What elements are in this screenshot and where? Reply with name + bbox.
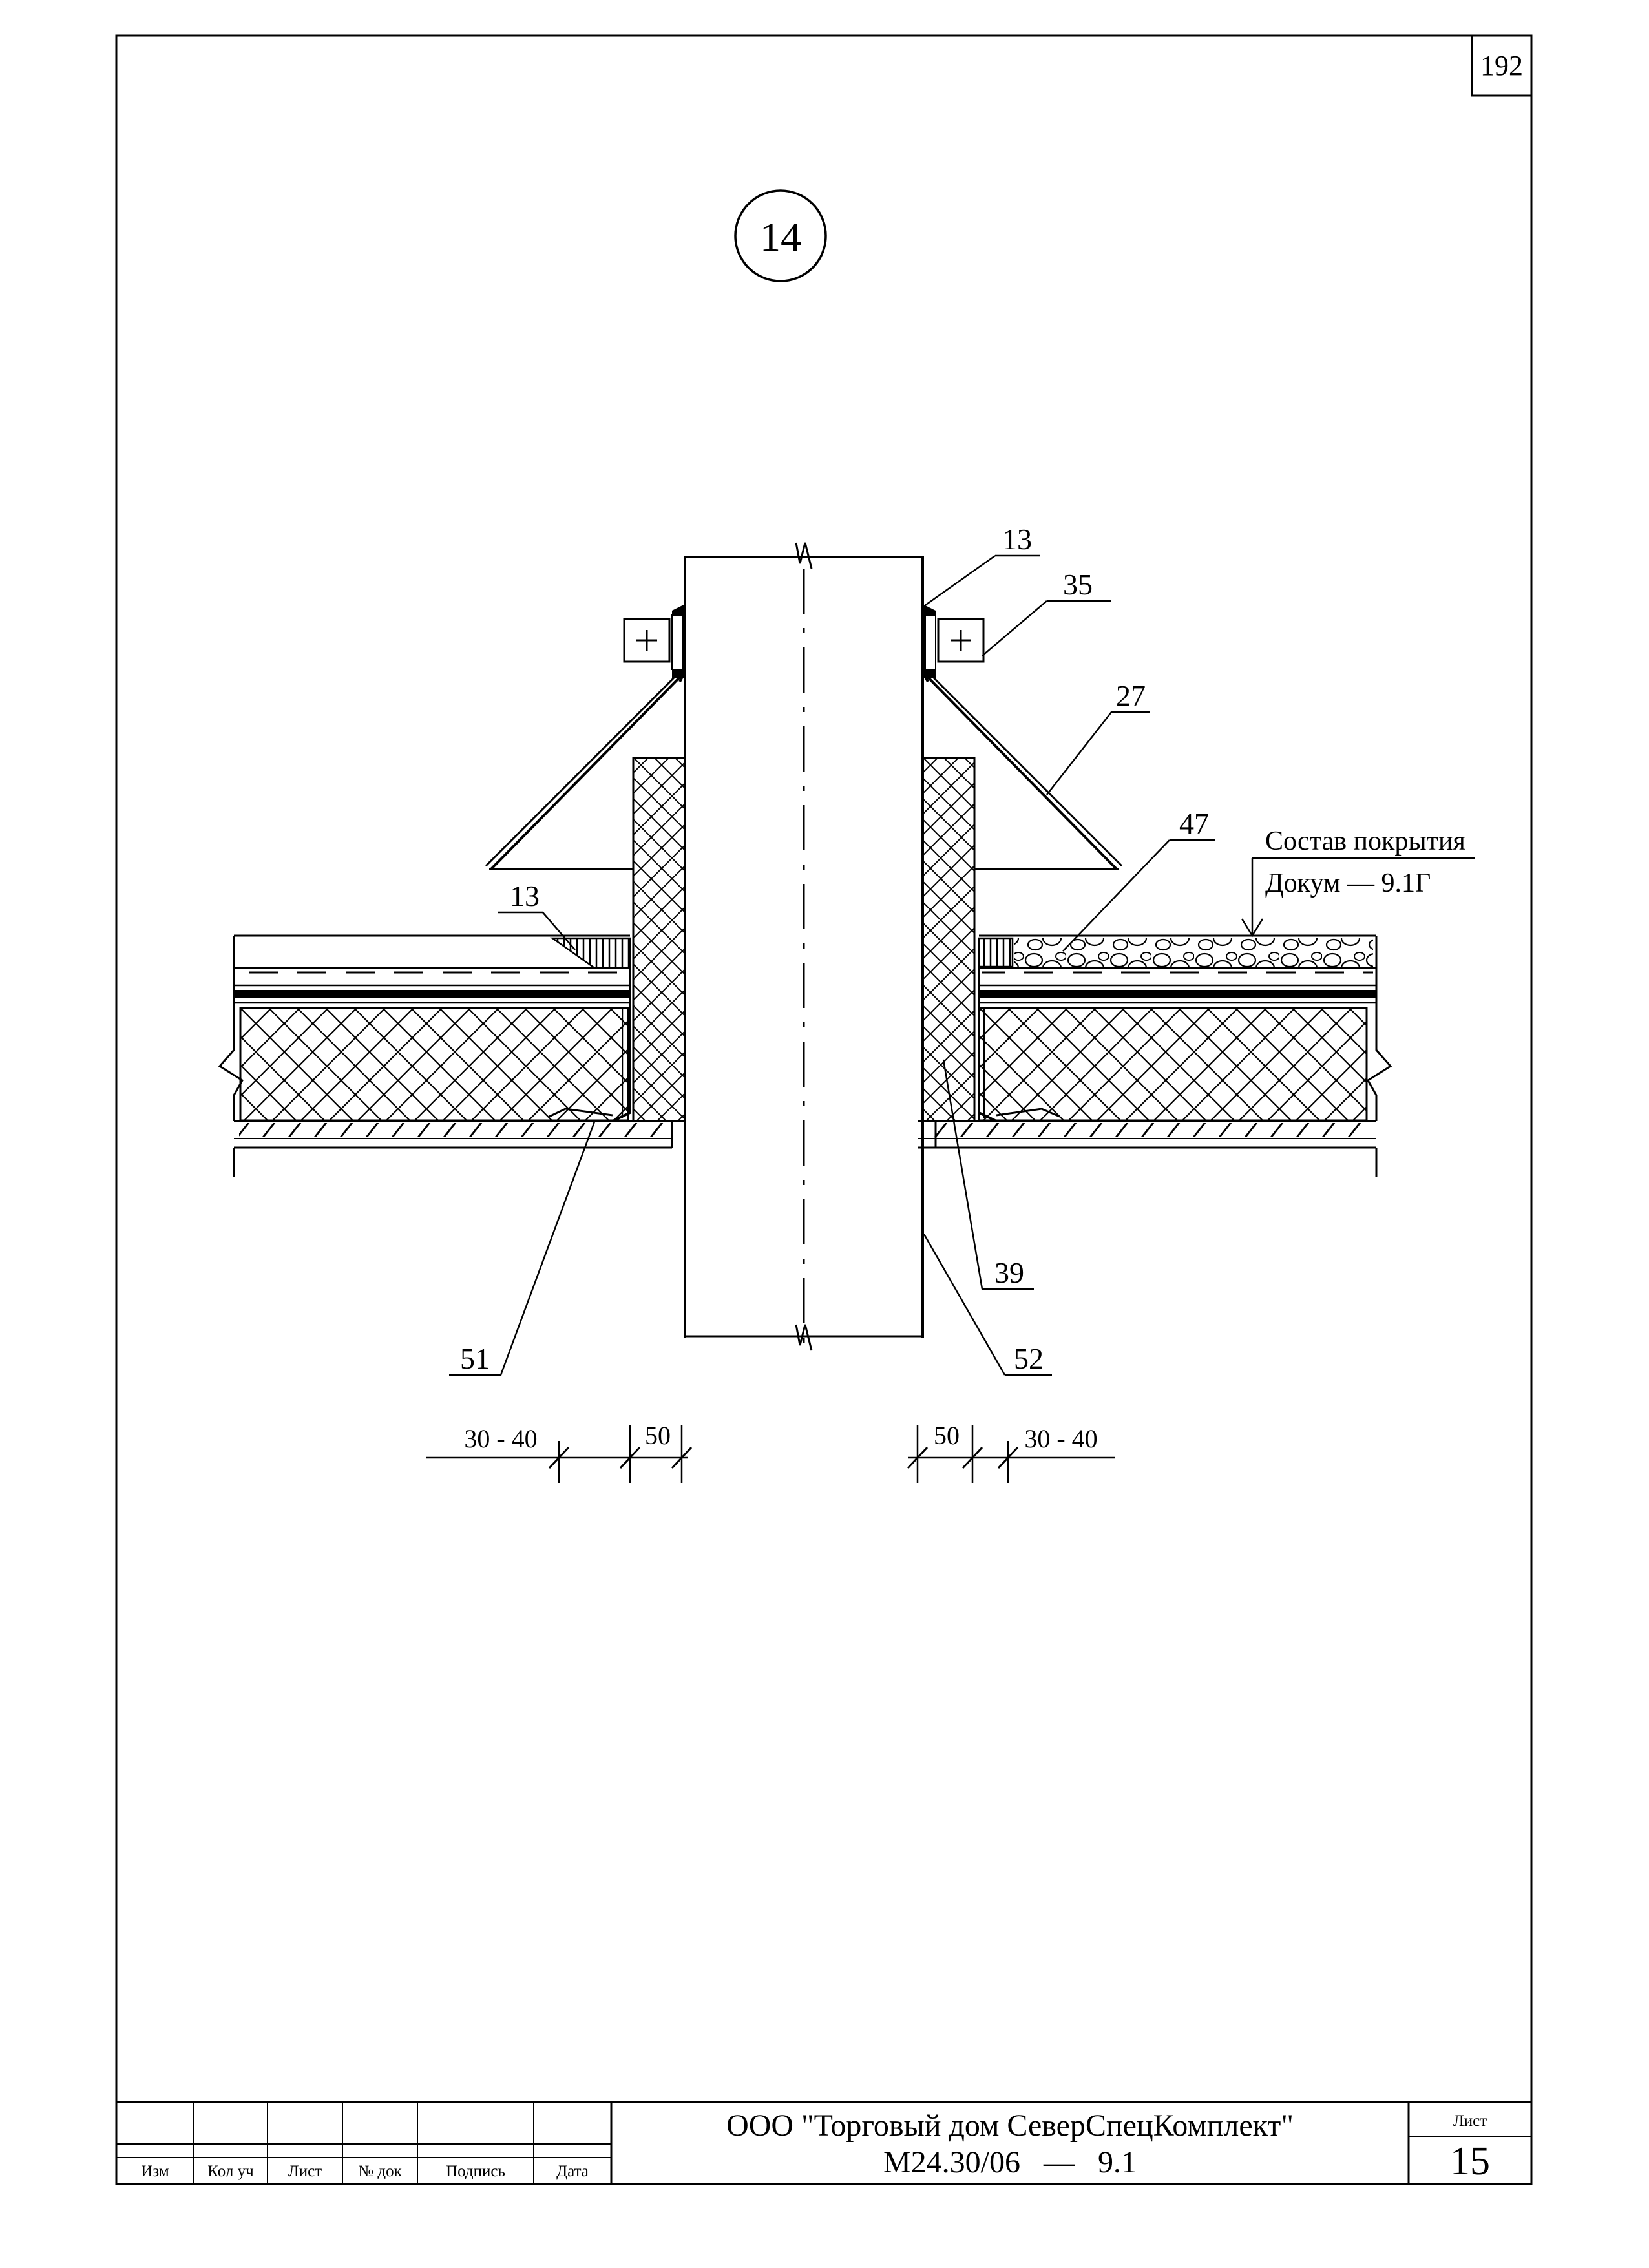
- label-52: 52: [1014, 1342, 1044, 1375]
- tb-col-date: Дата: [556, 2163, 589, 2180]
- title-block: Изм Кол уч Лист № док Подпись Дата ООО "…: [116, 2101, 1531, 2184]
- page-number: 192: [1480, 50, 1523, 81]
- label-13-left: 13: [510, 879, 540, 912]
- leader-47: 47: [1062, 807, 1215, 952]
- clamp-bolt-right: [937, 618, 985, 663]
- clamp-bolt-left: [623, 618, 671, 663]
- dimension-right: 50 30 - 40: [907, 1421, 1115, 1483]
- leader-27: 27: [1046, 679, 1150, 795]
- label-39: 39: [994, 1256, 1024, 1289]
- tb-doc-code: М24.30/06 — 9.1: [883, 2145, 1137, 2179]
- detail-number: 14: [760, 214, 801, 260]
- note-line-2: Докум — 9.1Г: [1265, 868, 1431, 898]
- dim-left-width: 50: [645, 1421, 671, 1450]
- label-51: 51: [460, 1342, 490, 1375]
- insulation-layer: [218, 1007, 1392, 1122]
- label-13-top: 13: [1002, 523, 1032, 556]
- deck-slab: [233, 1120, 1378, 1177]
- tb-col-list: Лист: [288, 2163, 322, 2180]
- leader-52: 52: [923, 1234, 1052, 1376]
- roof-section: [218, 934, 1392, 1177]
- membrane-layers: [233, 934, 1378, 1008]
- leader-13-left: 13: [498, 879, 576, 950]
- dim-right-width: 50: [934, 1421, 960, 1450]
- dim-left-gap: 30 - 40: [464, 1424, 537, 1453]
- leader-13-top: 13: [923, 523, 1040, 607]
- tb-col-sign: Подпись: [446, 2163, 505, 2180]
- cone-flashing: [485, 604, 1123, 870]
- dim-right-gap: 30 - 40: [1024, 1424, 1097, 1453]
- sealant-fillet-left: [550, 937, 631, 969]
- composition-note: Состав покрытия Докум — 9.1Г: [1241, 826, 1475, 938]
- detail-callout: 14: [734, 189, 827, 282]
- note-line-1: Состав покрытия: [1265, 826, 1465, 856]
- tb-col-doc: № док: [358, 2163, 402, 2180]
- label-35: 35: [1063, 568, 1093, 601]
- dimension-left: 30 - 40 50: [426, 1421, 693, 1483]
- gravel-layer: [1014, 938, 1373, 967]
- page-number-box: 192: [1471, 36, 1531, 97]
- label-27: 27: [1116, 679, 1146, 712]
- insulated-sleeve: [632, 757, 976, 1148]
- tb-organization: ООО "Торговый дом СеверСпецКомплект": [726, 2108, 1294, 2143]
- tb-col-kol: Кол уч: [207, 2163, 253, 2180]
- leader-51: 51: [449, 1121, 596, 1376]
- leader-35: 35: [982, 568, 1111, 656]
- tb-sheet-label: Лист: [1453, 2112, 1487, 2130]
- tb-sheet-number: 15: [1450, 2139, 1490, 2183]
- label-47: 47: [1179, 807, 1209, 840]
- frame-border: [115, 34, 1533, 2185]
- tb-col-izm: Изм: [141, 2163, 169, 2180]
- leader-39: 39: [942, 1059, 1034, 1290]
- sealant-fillet-right: [978, 937, 1014, 968]
- pipe: [684, 542, 924, 1357]
